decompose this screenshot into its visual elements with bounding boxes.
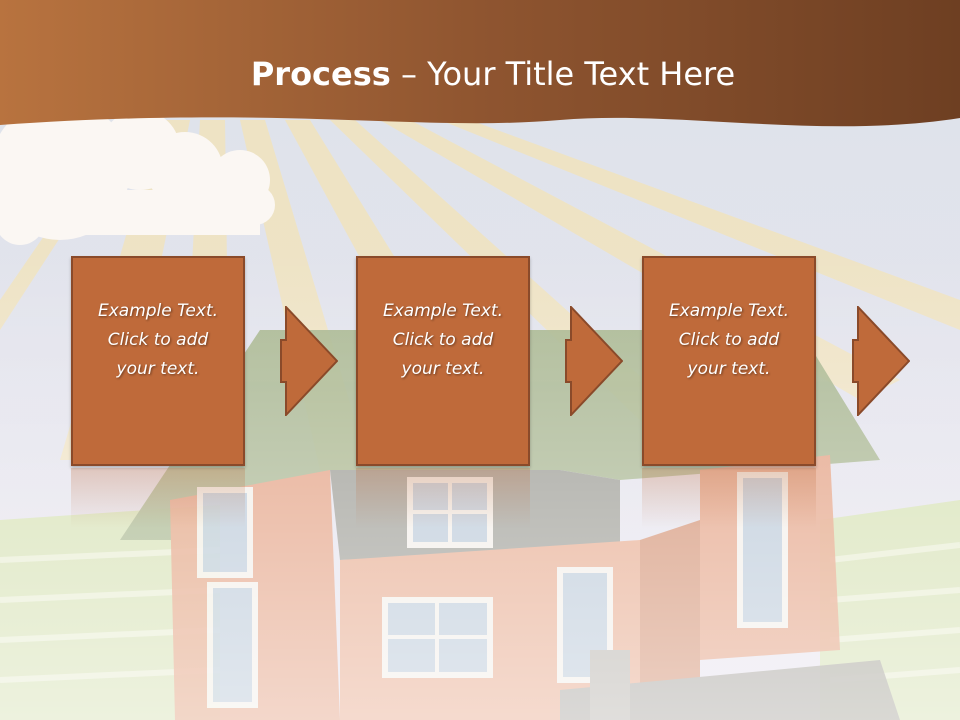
title-rest: – Your Title Text Here [390, 55, 736, 93]
process-step-3[interactable]: Example Text. Click to add your text. [642, 256, 816, 466]
process-step-2[interactable]: Example Text. Click to add your text. [356, 256, 530, 466]
step-2-text[interactable]: Example Text. Click to add your text. [382, 300, 504, 379]
arrow-right-icon [852, 306, 910, 416]
title-bold: Process [250, 55, 391, 93]
step-1-reflection [71, 468, 245, 528]
step-3-text[interactable]: Example Text. Click to add your text. [668, 300, 790, 379]
process-step-1[interactable]: Example Text. Click to add your text. [71, 256, 245, 466]
cloud-icon [0, 100, 275, 245]
slide-title[interactable]: Process – Your Title Text Here [0, 52, 960, 96]
header-band [0, 0, 960, 127]
step-1-text[interactable]: Example Text. Click to add your text. [97, 300, 219, 379]
step-3-reflection [642, 468, 816, 528]
step-2-reflection [356, 468, 530, 528]
arrow-right-icon [280, 306, 338, 416]
arrow-right-icon [565, 306, 623, 416]
